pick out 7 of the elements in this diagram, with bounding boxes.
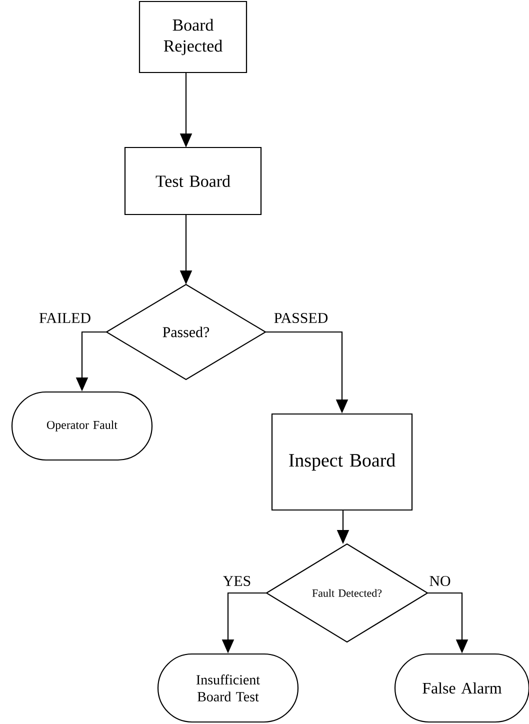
edge-label: YES: [222, 574, 252, 588]
edge-label: PASSED: [272, 312, 330, 324]
process-box: Board Rejected: [138, 0, 248, 74]
process-box: Test Board: [124, 146, 262, 216]
edge-label: NO: [428, 574, 452, 588]
edge-label: FAILED: [38, 312, 92, 324]
process-box: Inspect Board: [271, 413, 413, 511]
